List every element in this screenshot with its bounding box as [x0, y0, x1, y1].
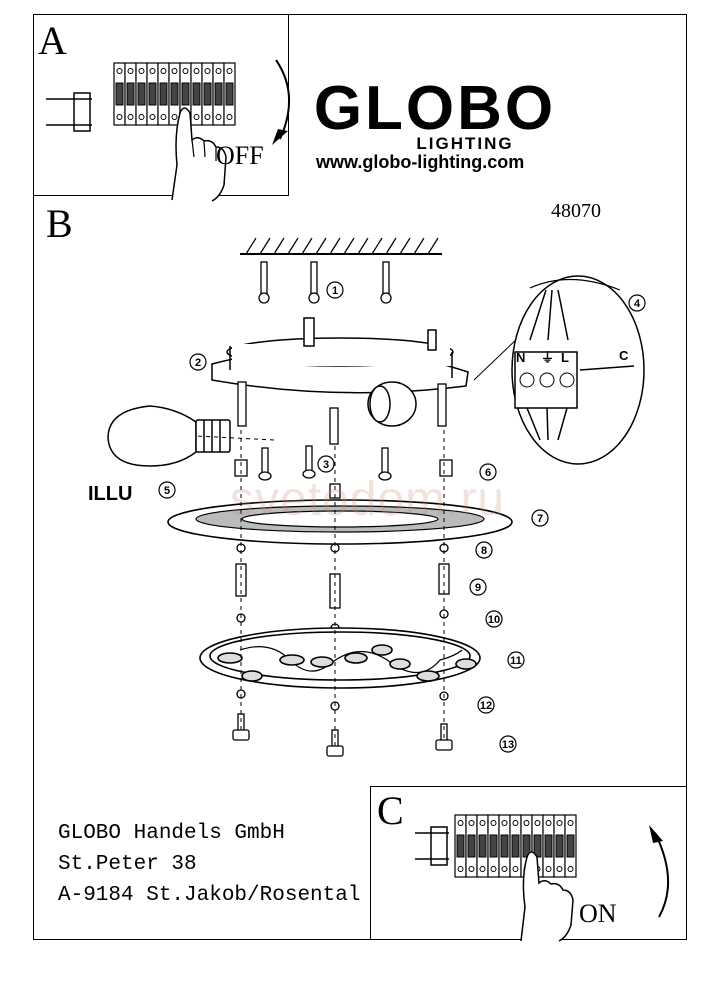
- wiring-earth-label: ⏚: [541, 350, 554, 365]
- illu-label: ILLU: [88, 483, 133, 505]
- step-number-1: 1: [332, 285, 338, 297]
- company-address: GLOBO Handels GmbH St.Peter 38 A-9184 St…: [58, 818, 360, 911]
- step-marker-10: [485, 610, 503, 628]
- step-marker-8: [475, 541, 493, 559]
- ceiling: [240, 237, 442, 255]
- address-line-2: St.Peter 38: [58, 853, 197, 876]
- wiring-n-label: N: [516, 350, 525, 365]
- brand-subtitle: LIGHTING: [416, 134, 514, 153]
- address-line-3: A-9184 St.Jakob/Rosental: [58, 884, 361, 907]
- hand-icon: [520, 851, 574, 942]
- threaded-rods: [235, 543, 450, 633]
- step-number-8: 8: [481, 545, 487, 557]
- breaker-icon: [46, 62, 236, 132]
- step-marker-5: [158, 481, 176, 499]
- panel-a-letter: A: [38, 18, 67, 63]
- spacers: [234, 459, 453, 499]
- screw-icon: [258, 445, 392, 481]
- rotation-arrow-icon: [272, 59, 290, 145]
- base-plate-screws: [237, 381, 447, 445]
- guide-lines: [195, 430, 445, 746]
- step-number-11: 11: [510, 655, 522, 667]
- step-marker-13: [499, 735, 517, 753]
- step-number-2: 2: [195, 357, 201, 369]
- step-number-7: 7: [537, 513, 543, 525]
- hand-icon: [171, 107, 227, 202]
- step-marker-11: [507, 651, 525, 669]
- panel-c-state: ON: [579, 899, 617, 928]
- step-marker-12: [477, 696, 495, 714]
- panel-c-letter: C: [377, 788, 404, 833]
- step-marker-4: [628, 294, 646, 312]
- step-number-3: 3: [323, 459, 329, 471]
- brand-url: www.globo-lighting.com: [316, 152, 525, 172]
- panel-c: C ON: [370, 786, 687, 942]
- wiring-c-label: C: [619, 348, 629, 363]
- step-marker-7: [531, 509, 549, 527]
- watermark: svetodom.ru: [230, 473, 506, 526]
- step-marker-1: [326, 281, 344, 299]
- step-marker-9: [469, 578, 487, 596]
- panel-a-state: OFF: [216, 141, 264, 170]
- panel-b-letter: B: [46, 201, 73, 246]
- step-marker-6: [479, 463, 497, 481]
- step-number-9: 9: [475, 582, 481, 594]
- step-number-6: 6: [485, 467, 491, 479]
- wiring-l-label: L: [561, 350, 569, 365]
- brand-name: GLOBO: [313, 74, 557, 143]
- brand-logo: GLOBO LIGHTING: [300, 78, 570, 154]
- bulb-icon: [107, 405, 231, 467]
- step-number-12: 12: [480, 700, 492, 712]
- crystal-ring: [167, 499, 513, 545]
- step-number-5: 5: [164, 485, 170, 497]
- wall-plugs: [258, 261, 392, 304]
- step-number-10: 10: [488, 614, 500, 626]
- step-number-4: 4: [634, 298, 641, 310]
- rotation-arrow-icon: [649, 825, 669, 918]
- step-marker-2: [189, 353, 207, 371]
- breaker-icon: [415, 814, 577, 878]
- glass-cover: [199, 627, 481, 689]
- step-marker-3: [317, 455, 335, 473]
- model-number: 48070: [551, 200, 601, 222]
- step-number-13: 13: [502, 739, 514, 751]
- page-frame: [33, 14, 687, 940]
- address-line-1: GLOBO Handels GmbH: [58, 822, 285, 845]
- cap-nuts: [232, 689, 453, 757]
- base-plate: [211, 317, 469, 427]
- wiring-detail: N ⏚ L C: [473, 275, 645, 465]
- panel-a: A OFF: [33, 14, 290, 202]
